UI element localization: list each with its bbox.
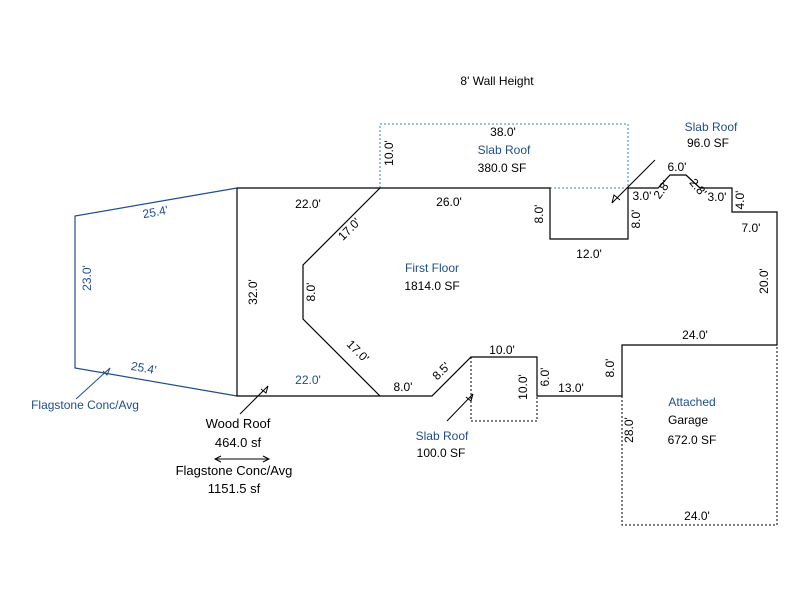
arrow-slab-roof-bottom-head	[465, 393, 474, 402]
first-floor-name: First Floor	[405, 261, 459, 275]
dim-60-top: 6.0'	[668, 160, 687, 174]
dim-80-notch-right: 8.0'	[629, 210, 643, 229]
dim-80-left: 8.0'	[304, 283, 318, 302]
dim-380: 38.0'	[490, 125, 516, 139]
garage-outline	[621, 345, 778, 526]
dim-30-a: 3.0'	[633, 189, 652, 203]
dim-254-top: 25.4'	[141, 203, 169, 221]
flagstone-left-name: Flagstone Conc/Avg	[31, 398, 139, 412]
dim-80-garage: 8.0'	[603, 359, 617, 378]
dim-220-top: 22.0'	[295, 197, 321, 211]
dim-230: 23.0'	[80, 265, 94, 291]
dim-40: 4.0'	[733, 191, 747, 210]
dim-170-top: 17.0'	[335, 215, 363, 243]
wood-roof-name: Wood Roof	[206, 416, 271, 431]
slab-roof-bottom-name: Slab Roof	[416, 429, 469, 443]
garage-area: 672.0 SF	[668, 433, 717, 447]
arrow-wood-roof-head	[260, 385, 269, 394]
wood-roof-area: 464.0 sf	[215, 435, 262, 450]
dim-240-top: 24.0'	[682, 328, 708, 342]
slab-roof-bottom-area: 100.0 SF	[417, 446, 466, 460]
slab-roof-right-name: Slab Roof	[685, 120, 738, 134]
arrow-wood-roof	[239, 385, 269, 415]
dim-170-bottom: 17.0'	[344, 337, 372, 365]
flagstone-patio-outline	[74, 187, 238, 397]
garage-name-line2: Garage	[668, 413, 708, 427]
arrow-slab-roof-right-head	[611, 194, 621, 204]
dim-80-notch-left: 8.0'	[532, 205, 546, 224]
dim-260: 26.0'	[436, 195, 462, 209]
flagstone-bottom-name: Flagstone Conc/Avg	[176, 463, 293, 478]
garage-name-line1: Attached	[668, 395, 715, 409]
dim-80-bottom: 8.0'	[394, 380, 413, 394]
double-arrow-left-head	[213, 455, 222, 463]
dim-120: 12.0'	[576, 247, 602, 261]
dim-60-bump: 6.0'	[538, 368, 552, 387]
double-arrow-right-head	[262, 455, 271, 463]
dim-100-bump: 10.0'	[489, 343, 515, 357]
arrow-slab-roof-right	[611, 159, 656, 204]
dim-220-bottom: 22.0'	[295, 373, 321, 387]
first-floor-area: 1814.0 SF	[404, 279, 459, 293]
dim-130: 13.0'	[558, 381, 584, 395]
dim-320: 32.0'	[246, 279, 260, 305]
dim-30-b: 3.0'	[708, 190, 727, 204]
wall-height-label: 8' Wall Height	[460, 74, 534, 88]
dim-280: 28.0'	[622, 417, 636, 443]
arrow-flagstone-left	[75, 367, 111, 400]
slab-roof-top-name: Slab Roof	[478, 143, 531, 157]
dim-240-bottom: 24.0'	[684, 509, 710, 523]
wood-roof-outline	[302, 187, 381, 397]
slab-roof-bottom-outline	[470, 357, 538, 422]
dim-28-a: 2.8'	[651, 178, 673, 202]
dim-100-bump-v: 10.0'	[516, 374, 530, 400]
dim-70: 7.0'	[742, 221, 761, 235]
dim-200: 20.0'	[757, 268, 771, 294]
arrow-slab-roof-bottom	[446, 393, 474, 422]
flagstone-bottom-area: 1151.5 sf	[208, 481, 261, 496]
dim-100-slab: 10.0'	[382, 140, 396, 166]
first-floor-outline	[236, 174, 778, 397]
slab-roof-top-area: 380.0 SF	[478, 161, 527, 175]
dim-254-bottom: 25.4'	[130, 359, 158, 377]
slab-roof-right-area: 96.0 SF	[687, 136, 729, 150]
arrow-flagstone-left-head	[102, 367, 111, 376]
